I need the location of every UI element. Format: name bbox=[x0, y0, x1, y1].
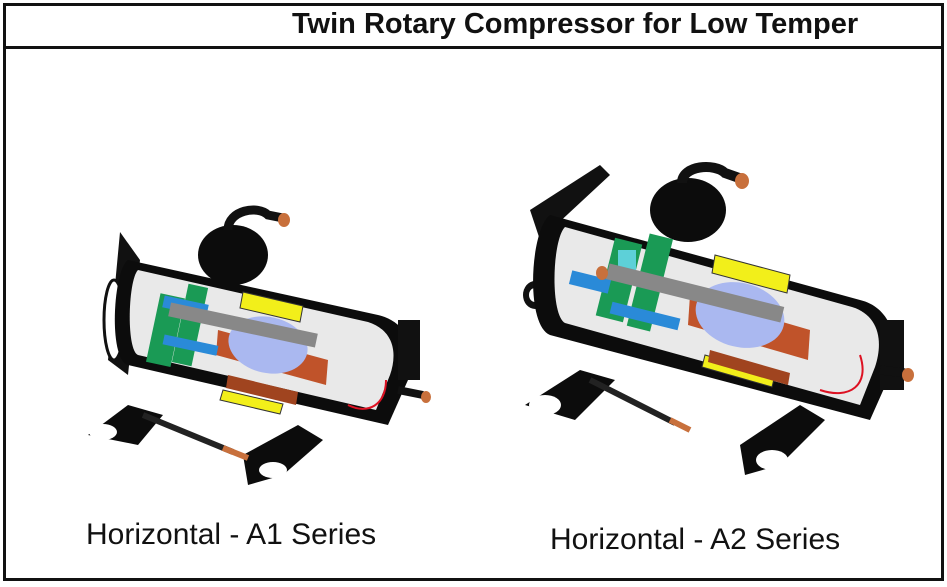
caption-a2: Horizontal - A2 Series bbox=[550, 523, 841, 556]
compressor-a2-illustration bbox=[523, 162, 914, 475]
compressor-a1-image bbox=[68, 200, 438, 500]
header-bar: Twin Rotary Compressor for Low Temper bbox=[6, 6, 941, 49]
page-title: Twin Rotary Compressor for Low Temper bbox=[292, 8, 859, 40]
caption-a1: Horizontal - A1 Series bbox=[86, 518, 377, 551]
compressor-a1-illustration bbox=[88, 205, 431, 485]
compressor-a2-image bbox=[510, 155, 920, 495]
poster-frame: Twin Rotary Compressor for Low Temper bbox=[3, 3, 944, 581]
